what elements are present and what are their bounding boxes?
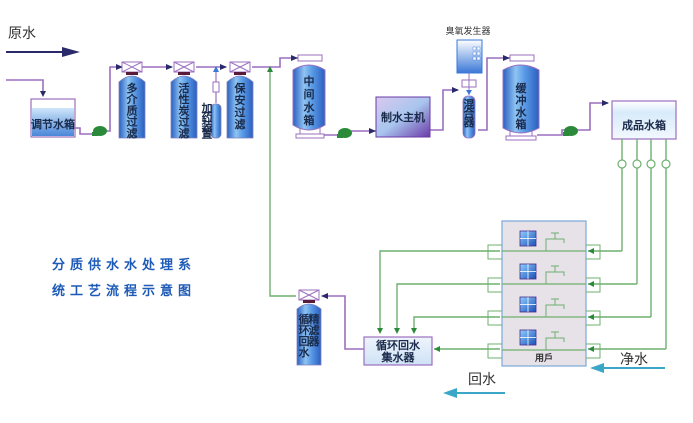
mixer: 混合器 (463, 95, 476, 139)
users-building: 用戶 (487, 220, 601, 367)
adjust-tank: 调节水箱 (30, 98, 76, 138)
fine-filter-label: 循 (299, 312, 310, 326)
multi-media-filter-label: 滤 (127, 126, 138, 140)
flow-meters (617, 159, 671, 169)
return-collector: 循环回水 集水器 (363, 336, 433, 366)
mixer-label: 合 (464, 106, 476, 120)
valve-icon (121, 61, 143, 73)
product-tank: 成品水箱 (611, 100, 677, 140)
fine-filter-label: 水 (299, 345, 311, 359)
dosing-device-label: 加 (201, 101, 213, 115)
intermediate-tank (292, 54, 326, 139)
intermediate-tank-label: 水 (304, 100, 316, 114)
adjust-tank-label: 调节水箱 (31, 117, 75, 131)
multi-media-filter-label: 质 (127, 103, 138, 117)
fine-filter-label: 器 (308, 335, 321, 348)
buffer-tank-label: 水 (516, 105, 528, 119)
user-floor (487, 230, 601, 260)
return-water-arrow (443, 388, 505, 398)
fine-filter-label: 滤 (309, 323, 320, 337)
collector-label-line2: 集水器 (381, 350, 416, 364)
activated-carbon-filter-label: 活 (179, 81, 190, 95)
raw-water-label: 原水 (8, 26, 36, 42)
pipe-bracket (487, 310, 601, 326)
security-filter-label: 滤 (235, 117, 246, 131)
pump-icon (337, 128, 352, 138)
activated-carbon-filter-label: 炭 (179, 103, 190, 117)
faucet-icon (545, 298, 565, 317)
mixer-label: 器 (463, 116, 476, 129)
security-filter-label: 保 (234, 81, 247, 95)
pipe-bracket (487, 277, 601, 293)
valve-icon (173, 61, 195, 73)
faucet-icon (545, 265, 565, 284)
dosing-device-label: 药 (202, 110, 213, 124)
faucet-icon (545, 331, 565, 350)
user-floor (487, 263, 601, 293)
collector-label-line1: 循环回水 (376, 338, 421, 352)
return-water-label: 回水 (468, 372, 496, 388)
window-icon (519, 263, 537, 280)
activated-carbon-filter-label: 滤 (179, 126, 190, 140)
ozone-generator-label: 臭氧发生器 (445, 25, 490, 37)
fine-filter-label: 精 (309, 312, 320, 326)
clean-water-label: 净水 (620, 352, 648, 368)
fine-filter-label: 回 (299, 334, 310, 348)
fine-filter (296, 289, 322, 366)
intermediate-tank-label: 箱 (304, 113, 315, 127)
process-pipes (6, 57, 608, 350)
window-icon (519, 329, 537, 346)
pipe-bracket (487, 244, 601, 260)
water-maker-label: 制水主机 (381, 110, 425, 124)
multi-media-filter-label: 介 (126, 92, 139, 106)
supply-arrows (267, 66, 594, 352)
water-maker: 制水主机 (375, 96, 431, 138)
users-label: 用戶 (534, 352, 553, 364)
pump-icon (92, 126, 107, 136)
intermediate-tank-label: 中 (304, 74, 315, 88)
activated-carbon-filter-label: 过 (179, 115, 190, 129)
diagram-title-line1: 分质供水水处理系 (52, 257, 196, 273)
pump-icon (563, 126, 578, 136)
process-arrows (40, 55, 609, 299)
buffer-tank-label: 冲 (516, 93, 527, 107)
supply-pipes (269, 67, 667, 350)
window-icon (519, 296, 537, 313)
faucet-icon (545, 232, 565, 251)
user-floor (487, 296, 601, 326)
multi-media-filter-label: 多 (127, 81, 138, 95)
product-tank-label: 成品水箱 (622, 118, 666, 132)
intermediate-tank-label: 间 (304, 88, 315, 101)
multi-media-filter-label: 过 (127, 115, 138, 129)
user-floor (487, 329, 601, 359)
fine-filter-label: 环 (299, 324, 310, 337)
mixer-label: 混 (464, 97, 475, 111)
diagram-title-line2: 统工艺流程示意图 (52, 283, 196, 299)
buffer-tank-label: 缓 (516, 81, 528, 95)
buffer-tank (502, 54, 540, 141)
activated-carbon-filter-label: 性 (179, 92, 190, 106)
raw-water-arrow (6, 47, 80, 57)
clean-water-arrow (590, 363, 665, 373)
valve-icon (229, 61, 251, 73)
security-filter-label: 安 (235, 93, 246, 107)
dosing-device-label: 装 (201, 118, 213, 132)
security-filter-label: 过 (235, 105, 246, 119)
pipe-bracket (487, 343, 601, 359)
dosing-device-label: 置 (202, 128, 213, 141)
window-icon (519, 230, 537, 247)
ozone-generator (456, 39, 483, 95)
buffer-tank-label: 箱 (516, 117, 527, 131)
